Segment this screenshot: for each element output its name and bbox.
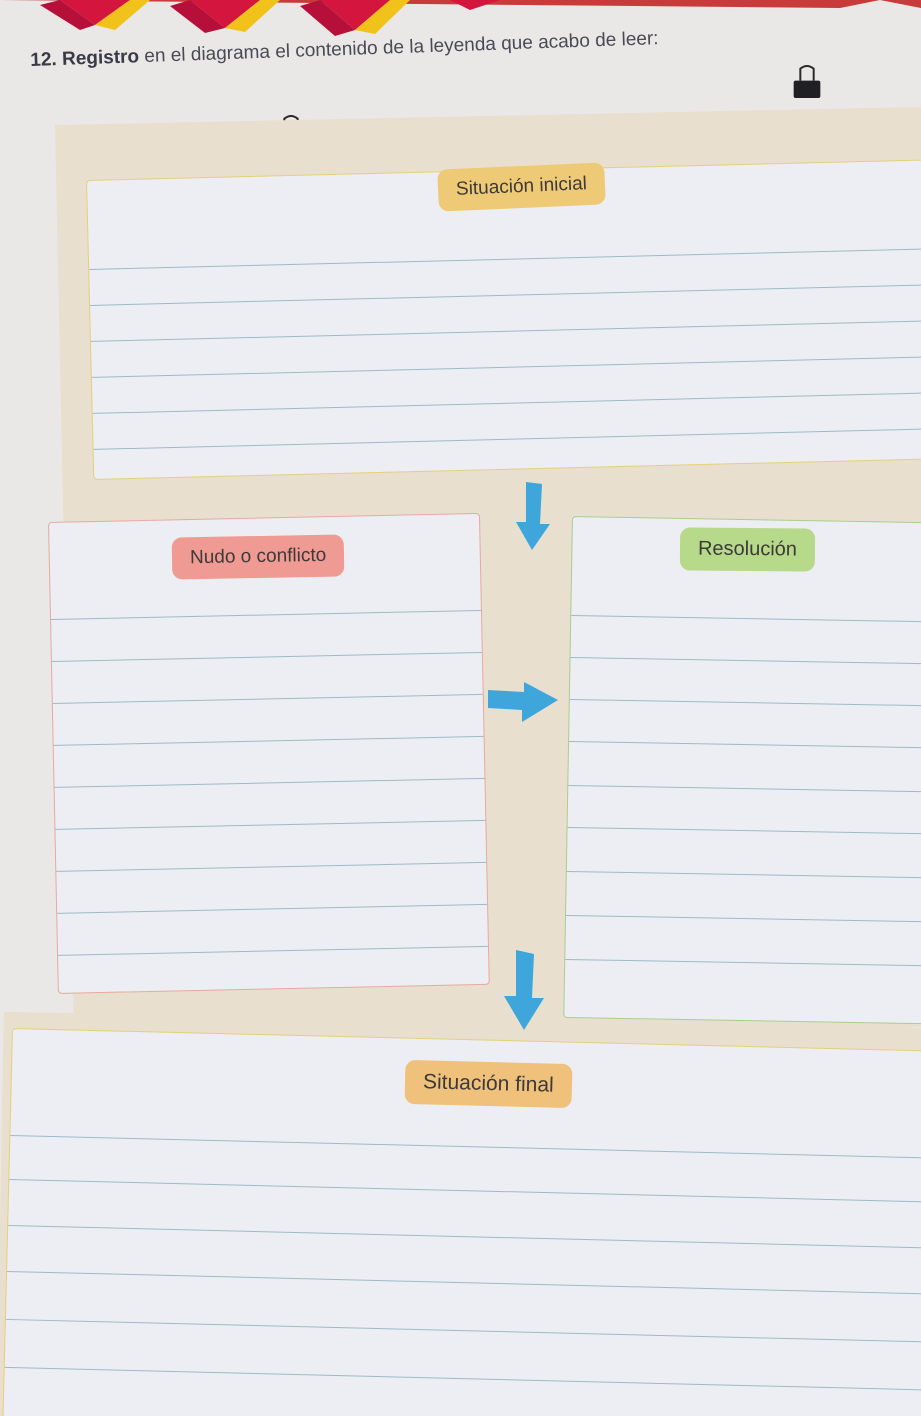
writing-line — [52, 693, 483, 704]
writing-line — [571, 615, 921, 623]
writing-line — [89, 247, 921, 270]
instruction-verb: Registro — [61, 46, 140, 70]
writing-line — [56, 861, 487, 872]
writing-line — [570, 656, 921, 665]
arrow-down-icon — [504, 950, 544, 1030]
conflict-label: Nudo o conflicto — [171, 534, 345, 580]
writing-line — [57, 903, 488, 914]
arrow-down-icon — [516, 482, 550, 550]
writing-line — [566, 914, 921, 923]
arrow-right-icon — [488, 682, 558, 722]
binder-clip-icon — [793, 65, 821, 98]
question-number: 12. — [30, 49, 58, 71]
writing-line — [90, 319, 921, 342]
writing-line — [58, 945, 488, 956]
resolution-box[interactable] — [563, 516, 921, 1025]
resolution-label: Resolución — [679, 527, 816, 572]
initial-situation-label: Situación inicial — [437, 162, 606, 212]
writing-line — [565, 958, 921, 967]
conflict-box[interactable] — [48, 512, 490, 994]
writing-line — [569, 740, 921, 749]
writing-line — [5, 1318, 921, 1344]
zigzag-border — [0, 0, 921, 36]
writing-line — [8, 1224, 921, 1250]
writing-line — [91, 355, 921, 378]
writing-line — [54, 777, 485, 788]
writing-line — [10, 1134, 921, 1160]
writing-line — [93, 427, 921, 450]
writing-line — [90, 283, 921, 306]
writing-line — [55, 819, 486, 830]
writing-line — [53, 735, 484, 746]
writing-line — [51, 609, 481, 620]
writing-line — [9, 1178, 921, 1204]
writing-line — [92, 391, 921, 414]
final-situation-label: Situación final — [404, 1059, 573, 1109]
writing-line — [4, 1366, 921, 1392]
writing-line — [566, 870, 921, 879]
writing-line — [567, 826, 921, 835]
writing-line — [569, 698, 921, 707]
writing-line — [568, 784, 921, 793]
writing-line — [7, 1270, 921, 1296]
writing-line — [51, 651, 482, 662]
